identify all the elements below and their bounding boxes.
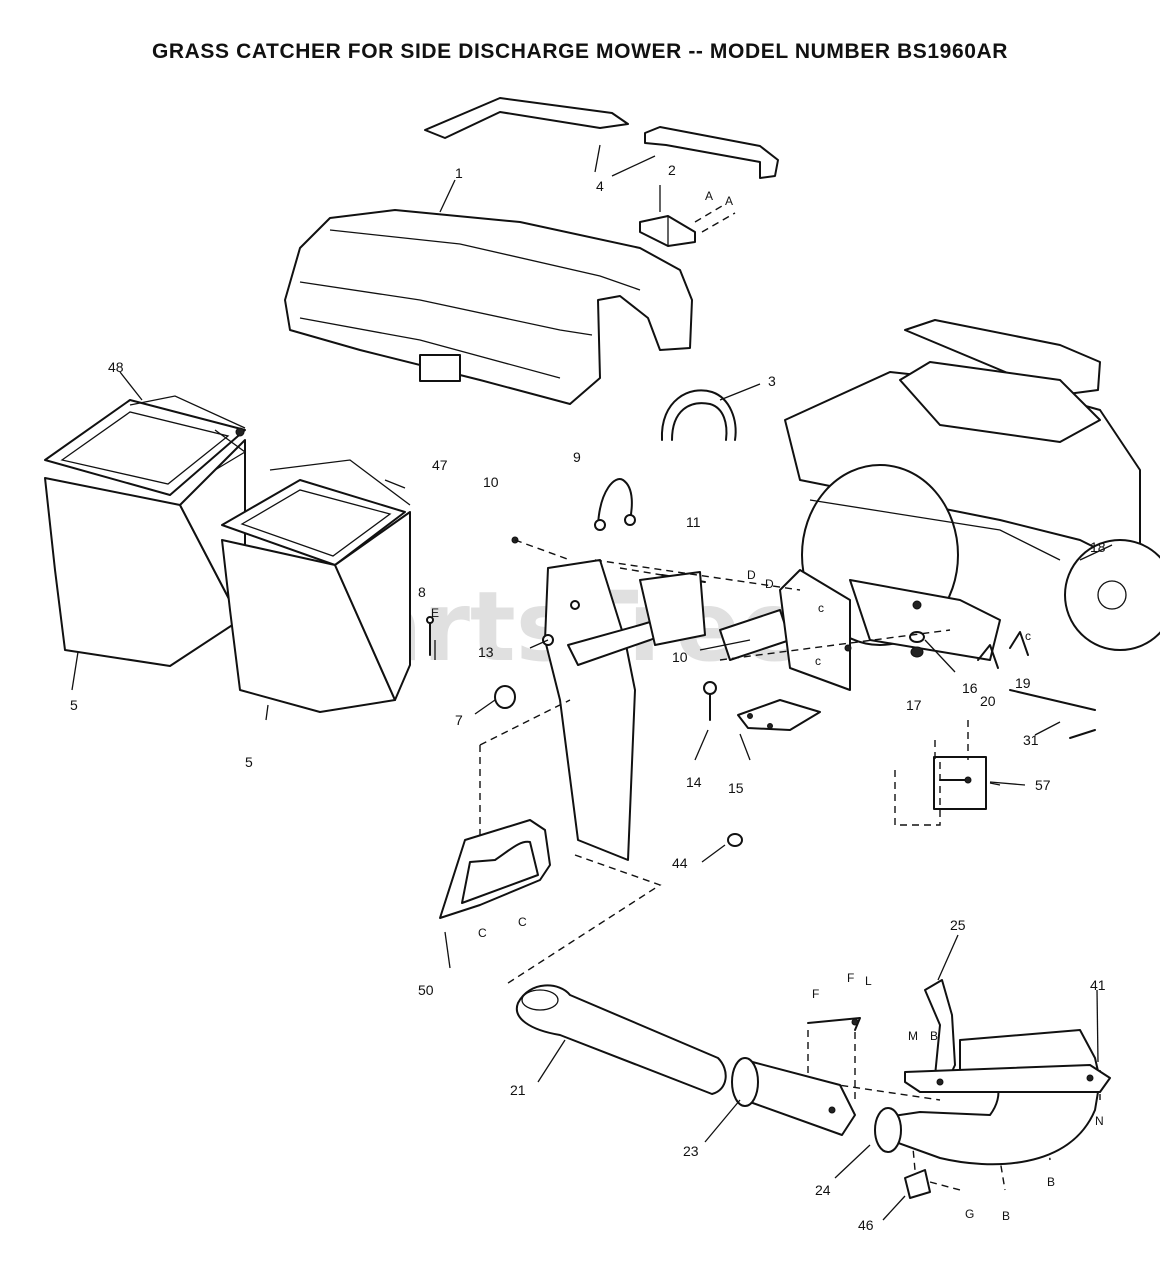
label-part-47: 47 [432, 457, 448, 473]
part-8-pin[interactable] [426, 616, 434, 656]
ref-d-2: D [765, 577, 774, 591]
part-21-chute-tube[interactable] [515, 984, 727, 1095]
ref-a-1: A [705, 189, 713, 203]
part-5-grass-bag-right[interactable] [214, 429, 411, 713]
ref-f-1: F [812, 987, 819, 1001]
label-part-23: 23 [683, 1143, 699, 1159]
label-part-2: 2 [668, 162, 676, 178]
label-part-57: 57 [1035, 777, 1051, 793]
label-part-48: 48 [108, 359, 124, 375]
ref-c-1: C [478, 926, 487, 940]
label-part-1: 1 [455, 165, 463, 181]
ref-b-2: B [1047, 1175, 1055, 1189]
label-part-11: 11 [686, 514, 701, 530]
label-part-14: 14 [686, 774, 702, 790]
part-20-clip[interactable] [977, 644, 999, 669]
label-part-10-lower: 10 [672, 649, 688, 665]
label-part-3: 3 [768, 373, 776, 389]
part-46-clip[interactable] [904, 1169, 961, 1199]
ref-c-3: c [818, 601, 824, 615]
label-part-31: 31 [1023, 732, 1039, 748]
part-16-washer[interactable] [909, 631, 925, 643]
part-24-elbow-chute[interactable] [874, 1029, 1111, 1166]
part-9-wire-handle[interactable] [594, 478, 636, 531]
ref-m-1: M [908, 1029, 918, 1043]
label-part-8: 8 [418, 584, 426, 600]
label-part-19: 19 [1015, 675, 1031, 691]
part-number-labels: 1 2 3 4 5 5 7 8 9 10 10 11 13 14 15 16 1… [70, 162, 1106, 1233]
ref-b-1: B [930, 1029, 938, 1043]
label-part-41: 41 [1090, 977, 1106, 993]
label-part-13: 13 [478, 644, 494, 660]
part-19-clip[interactable] [1009, 631, 1029, 656]
label-part-46: 46 [858, 1217, 874, 1233]
label-part-16: 16 [962, 680, 978, 696]
part-23-tube[interactable] [731, 1057, 856, 1136]
part-44-knob[interactable] [727, 833, 743, 847]
label-part-5-right: 5 [245, 754, 253, 770]
ref-d-1: D [747, 568, 756, 582]
ref-c-4: c [815, 654, 821, 668]
part-1-hood-cover[interactable] [284, 179, 693, 405]
ref-f-2: F [847, 971, 854, 985]
ref-c-2: C [518, 915, 527, 929]
label-part-5-left: 5 [70, 697, 78, 713]
part-7-bushing[interactable] [494, 685, 516, 709]
part-17-nut[interactable] [910, 646, 924, 658]
part-14-pin[interactable] [703, 681, 717, 721]
label-part-24: 24 [815, 1182, 831, 1198]
leader-lines [71, 371, 1099, 1221]
label-part-9: 9 [573, 449, 581, 465]
ref-l-1: L [865, 974, 872, 988]
deck-mount-plate[interactable] [779, 569, 852, 691]
label-part-17: 17 [906, 697, 922, 713]
part-15-bracket[interactable] [737, 699, 821, 731]
part-10-fastener-upper[interactable] [511, 536, 571, 561]
part-57-plate[interactable] [933, 756, 987, 810]
part-4-hood-strips[interactable] [424, 97, 779, 179]
ref-c-5: c [1025, 629, 1031, 643]
part-5-grass-bag-left[interactable] [44, 395, 246, 667]
ref-n-1: N [1095, 1114, 1104, 1128]
part-50-chute-guard[interactable] [439, 819, 551, 919]
label-part-18: 18 [1090, 539, 1106, 555]
ref-b-3: B [1002, 1209, 1010, 1223]
label-part-4: 4 [596, 178, 604, 194]
ref-e-1: E [431, 606, 439, 620]
label-part-44: 44 [672, 855, 688, 871]
label-part-21: 21 [510, 1082, 526, 1098]
label-part-25: 25 [950, 917, 966, 933]
ref-g-1: G [965, 1207, 974, 1221]
part-31-rod[interactable] [1009, 689, 1096, 739]
reference-letters: A A B B B C C c c c D D E F F G L M N [431, 189, 1104, 1223]
label-part-7: 7 [455, 712, 463, 728]
label-part-10-upper: 10 [483, 474, 499, 490]
ref-a-2: A [725, 194, 733, 208]
label-part-50: 50 [418, 982, 434, 998]
label-part-15: 15 [728, 780, 744, 796]
part-3-curved-bracket[interactable] [660, 383, 761, 441]
part-2-hinge-bracket[interactable] [639, 185, 736, 247]
part-13-mount-bracket[interactable] [542, 559, 791, 861]
part-clip-f[interactable] [807, 1017, 861, 1031]
page-title: GRASS CATCHER FOR SIDE DISCHARGE MOWER -… [151, 40, 1009, 63]
label-part-20: 20 [980, 693, 996, 709]
